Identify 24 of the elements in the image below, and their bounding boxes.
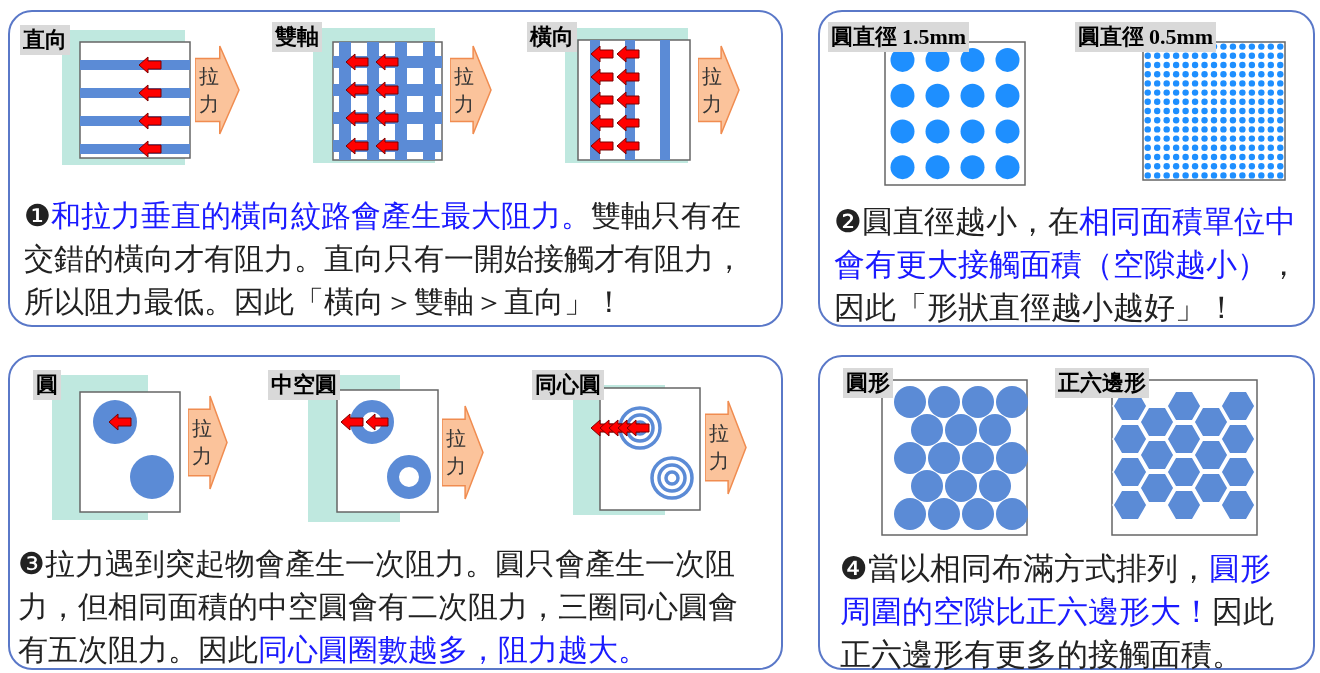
pull-arrow: 拉力 (194, 44, 240, 135)
pull-arrow: 拉力 (697, 44, 740, 135)
sample-label: 雙軸 (271, 21, 322, 52)
panel-card (8, 10, 783, 327)
sample-label: 圓形 (842, 367, 893, 398)
sample-label: 直向 (19, 24, 70, 55)
pull-arrow: 拉力 (187, 394, 228, 490)
sample-label: 橫向 (526, 21, 577, 52)
panel-card (818, 355, 1315, 670)
description-text: ❶和拉力垂直的橫向紋路會產生最大阻力。雙軸只有在交錯的橫向才有阻力。直向只有一開始接觸才有阻力，所以阻力最低。因此「橫向＞雙軸＞直向」！ (24, 197, 745, 321)
pull-arrow: 拉力 (449, 44, 492, 135)
sample-label: 中空圓 (267, 369, 340, 400)
description-text: ❷圓直徑越小，在相同面積單位中會有更大接觸面積（空隙越小），因此「形狀直徑越小越好」！ (834, 202, 1300, 327)
description-text: ❹當以相同布滿方式排列，圓形周圍的空隙比正六邊形大！因此正六邊形有更多的接觸面積。 (840, 549, 1275, 673)
sample-label: 圓直徑 0.5mm (1074, 21, 1217, 52)
sample-label: 圓 (32, 369, 61, 400)
sample-label: 正六邊形 (1054, 367, 1149, 398)
sample-label: 同心圓 (531, 369, 604, 400)
panel-card (8, 355, 783, 670)
description-text: ❸拉力遇到突起物會產生一次阻力。圓只會產生一次阻力，但相同面積的中空圓會有二次阻力，三圈同心圓會有五次阻力。因此同心圓圈數越多，阻力越大。 (18, 545, 739, 669)
panel-card (818, 10, 1315, 327)
pull-arrow: 拉力 (441, 404, 484, 500)
sample-label: 圓直徑 1.5mm (827, 21, 970, 52)
pull-arrow: 拉力 (704, 399, 747, 495)
